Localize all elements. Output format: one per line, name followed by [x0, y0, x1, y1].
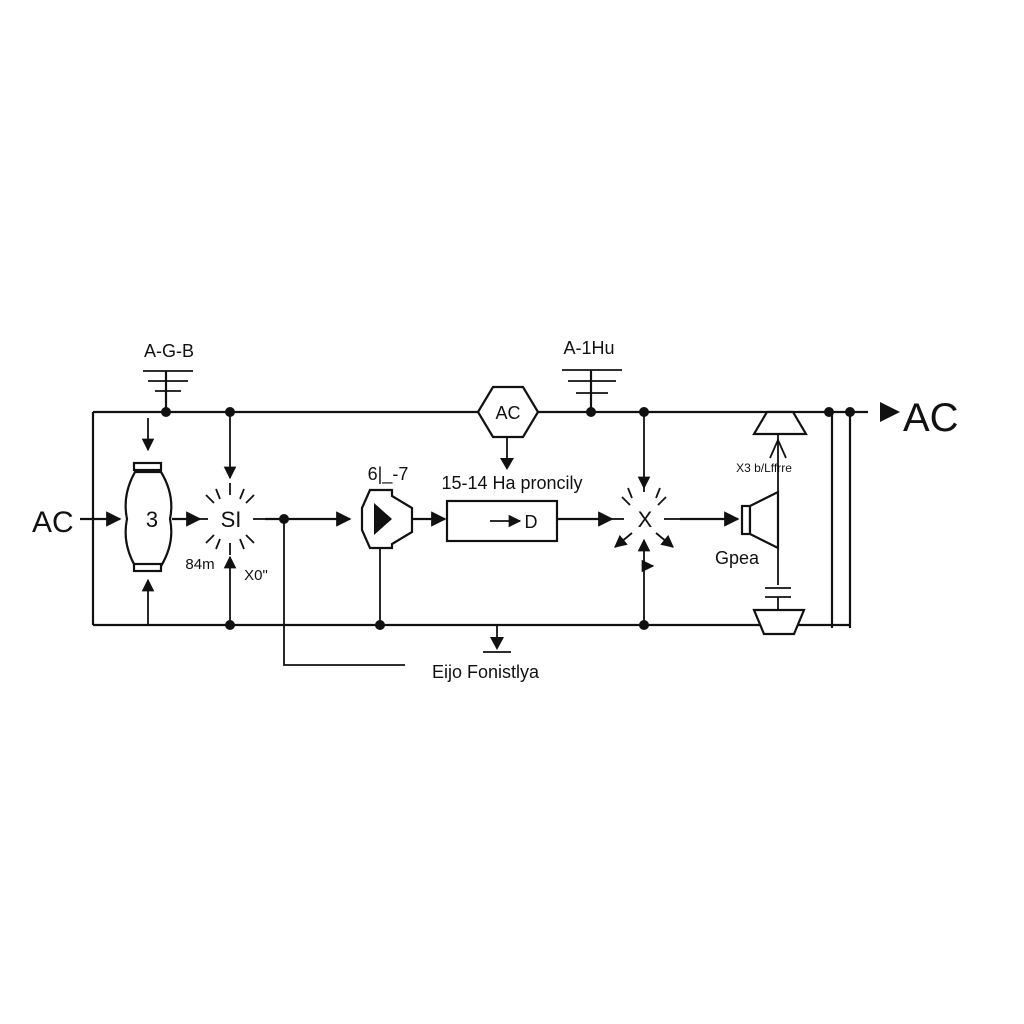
- output-arrow-icon: [880, 402, 900, 422]
- top-transducer-icon: [752, 410, 808, 492]
- speaker-icon: [740, 490, 780, 550]
- filter-block: [445, 499, 614, 543]
- ground-left-icon: [143, 370, 193, 412]
- filter-top-label: 15-14 Ha proncily: [441, 473, 582, 493]
- ground-right-icon: [562, 369, 622, 412]
- ground-left-label: A-G-B: [144, 341, 194, 361]
- mixer-label: X: [638, 507, 653, 532]
- si-label: SI: [221, 507, 242, 532]
- si-below-left-label: 84m: [185, 556, 214, 573]
- right-small-label: X3 b/Lffrre: [736, 461, 792, 475]
- ac-output-label: AC: [903, 396, 959, 440]
- feedback-wire: [283, 519, 405, 666]
- mixer-starburst-icon: [612, 412, 740, 625]
- amp-top-label: 6|_-7: [368, 464, 409, 485]
- filter-inner-label: D: [525, 512, 538, 532]
- bottom-transducer-icon: [752, 548, 806, 636]
- speaker-label: Gpea: [715, 548, 760, 568]
- bottom-ground-arrow-icon: [483, 625, 511, 653]
- amplifier-block: [360, 488, 447, 625]
- bridge-rectifier: [124, 418, 202, 625]
- ac-source-hexagon: [476, 385, 540, 470]
- si-starburst-icon: [196, 412, 352, 625]
- ground-right-label: A-1Hu: [563, 338, 614, 358]
- bridge-label: 3: [146, 507, 158, 532]
- bottom-label: Eijo Fonistlya: [432, 662, 540, 682]
- ac-center-label: AC: [495, 403, 520, 423]
- si-below-right-label: X0": [244, 567, 268, 584]
- ac-input-label: AC: [32, 506, 74, 539]
